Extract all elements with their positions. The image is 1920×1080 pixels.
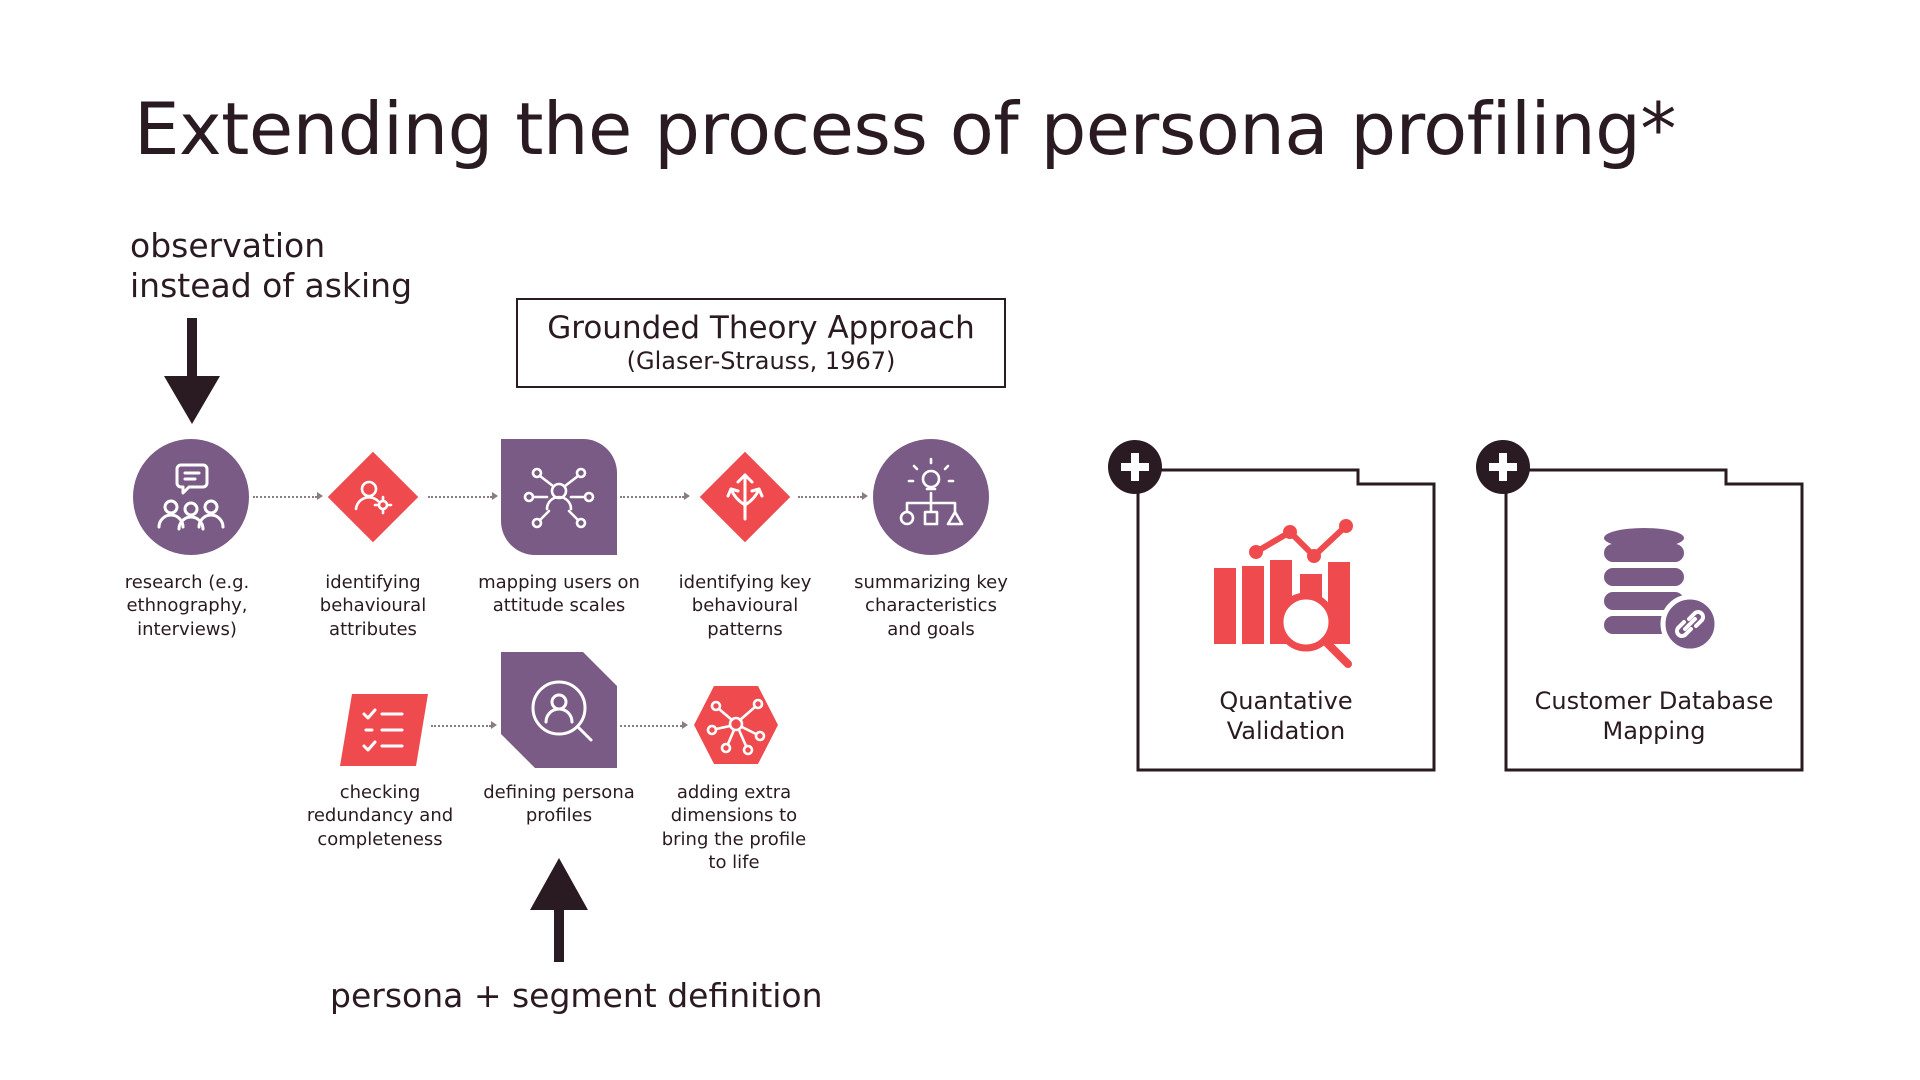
step-label-research: research (e.g. ethnography, interviews) — [124, 572, 250, 640]
network-nodes-icon — [694, 686, 778, 764]
up-arrow — [530, 858, 588, 962]
connector — [431, 725, 491, 727]
split-arrows-icon — [699, 451, 791, 543]
bar-chart-magnifier-icon — [1214, 519, 1353, 668]
checklist-icon — [340, 694, 428, 766]
connector — [620, 496, 684, 498]
connector — [253, 496, 317, 498]
persona-segment-note: persona + segment definition — [330, 976, 823, 1015]
observation-note: observation instead of asking — [130, 226, 413, 306]
step-label-checking: checking redundancy and completeness — [306, 782, 454, 850]
step-label-summarizing: summarizing key characteristics and goal… — [854, 572, 1008, 640]
step-label-defining: defining persona profiles — [483, 782, 635, 827]
connector — [620, 725, 682, 727]
database-link-icon — [1604, 528, 1720, 654]
user-gear-icon — [327, 451, 419, 543]
lightbulb-hierarchy-icon — [873, 439, 989, 555]
database-card-label: Customer Database Mapping — [1534, 687, 1774, 745]
step-label-mapping: mapping users on attitude scales — [478, 572, 640, 617]
network-user-icon — [501, 439, 617, 555]
step-label-attributes: identifying behavioural attributes — [319, 572, 427, 640]
grounded-theory-box: Grounded Theory Approach (Glaser-Strauss… — [516, 298, 1006, 388]
page-title: Extending the process of persona profili… — [134, 87, 1676, 171]
user-search-icon — [501, 652, 617, 768]
grounded-theory-title: Grounded Theory Approach — [547, 310, 975, 346]
people-chat-icon — [133, 439, 249, 555]
connector — [428, 496, 492, 498]
step-label-adding: adding extra dimensions to bring the pro… — [661, 782, 807, 874]
validation-card-label: Quantative Validation — [1219, 687, 1353, 745]
down-arrow — [164, 318, 220, 424]
connector — [798, 496, 862, 498]
grounded-theory-citation: (Glaser-Strauss, 1967) — [626, 347, 896, 376]
step-label-patterns: identifying key behavioural patterns — [678, 572, 812, 640]
